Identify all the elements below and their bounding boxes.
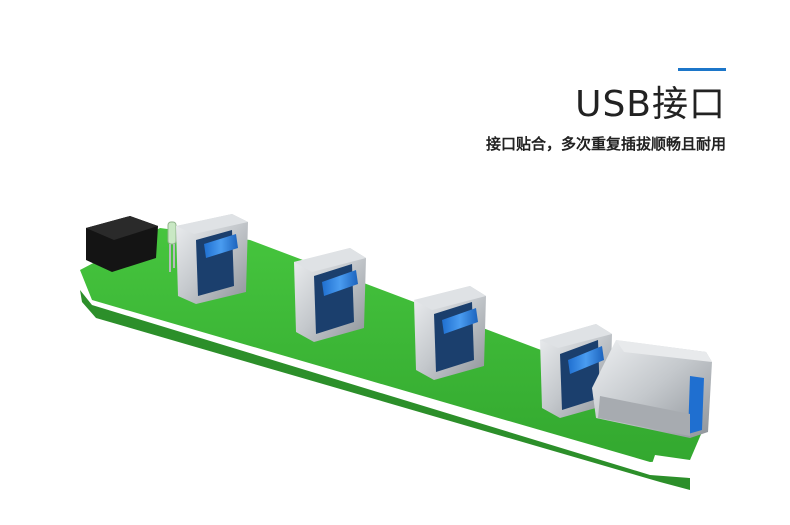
led: [167, 221, 177, 272]
page-subtitle: 接口贴合，多次重复插拔顺畅且耐用: [485, 135, 726, 153]
power-jack: [86, 216, 158, 272]
usb-port-1: [176, 214, 248, 304]
page-title: USB接口: [575, 84, 726, 125]
usb-plug: [592, 340, 712, 438]
accent-line: [678, 68, 726, 71]
usb-port-3: [414, 286, 486, 380]
usb-port-2: [294, 248, 366, 342]
